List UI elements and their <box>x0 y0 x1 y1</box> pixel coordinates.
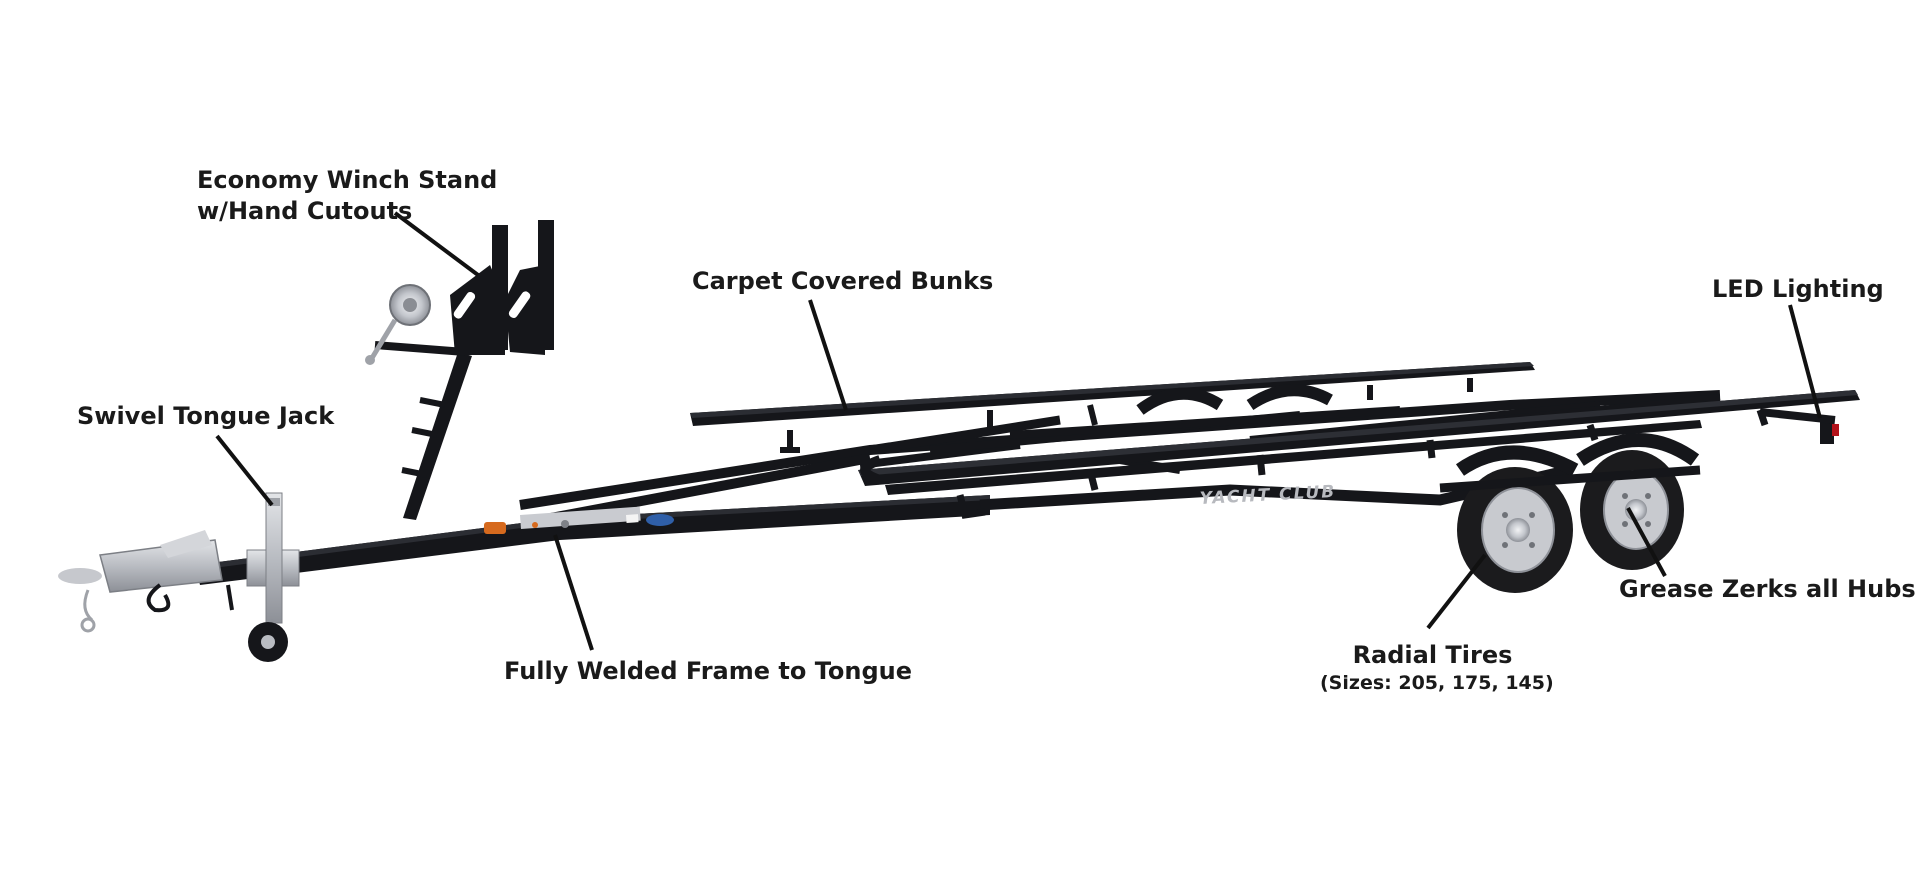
callout-radial-tires: Radial Tires (Sizes: 205, 175, 145) <box>1320 640 1554 695</box>
callout-winch-stand: Economy Winch Stand w/Hand Cutouts <box>197 165 497 227</box>
callout-carpet-bunks: Carpet Covered Bunks <box>692 267 994 295</box>
far-bunk-brackets <box>780 378 1473 453</box>
far-carpet-bunk <box>690 362 1535 426</box>
leader-grease-zerks <box>1626 507 1667 577</box>
axle-rail <box>1439 465 1701 493</box>
callout-radial-tires-title: Radial Tires <box>1352 641 1513 669</box>
far-fenders <box>1136 384 1333 415</box>
radial-tire-front <box>1457 467 1573 593</box>
near-carpet-bunk <box>858 390 1860 486</box>
callout-tongue-jack: Swivel Tongue Jack <box>77 402 335 430</box>
leader-radial-tires <box>1426 553 1487 630</box>
winch-stand <box>365 220 554 520</box>
callout-tire-sizes: (Sizes: 205, 175, 145) <box>1320 672 1554 694</box>
callout-led-lighting: LED Lighting <box>1712 275 1884 303</box>
leader-led-lighting <box>1788 304 1822 419</box>
callout-winch-stand-line2: w/Hand Cutouts <box>197 197 413 225</box>
swivel-tongue-jack <box>246 492 300 662</box>
coupler-assembly <box>58 530 234 633</box>
led-tail-light <box>1759 408 1839 444</box>
near-fenders <box>1455 433 1700 477</box>
leader-carpet-bunks <box>808 299 848 411</box>
callout-welded-frame: Fully Welded Frame to Tongue <box>504 657 912 685</box>
callout-grease-zerks: Grease Zerks all Hubs <box>1619 575 1916 603</box>
leader-welded-frame <box>553 534 594 651</box>
leader-winch-stand <box>393 211 480 277</box>
leader-tongue-jack <box>215 434 274 507</box>
callout-winch-stand-line1: Economy Winch Stand <box>197 166 498 194</box>
leader-lines <box>215 211 1822 651</box>
